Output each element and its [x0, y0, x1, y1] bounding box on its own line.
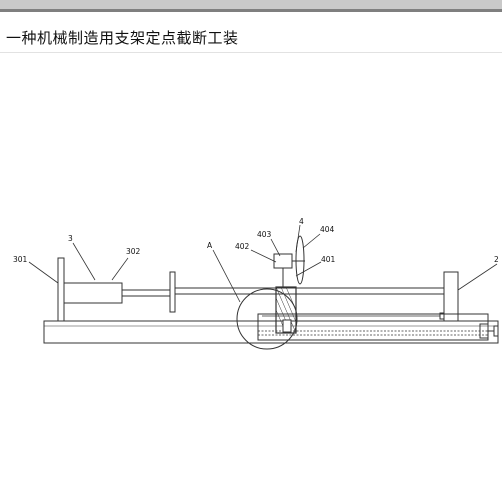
page-title: 一种机械制造用支架定点截断工装 — [6, 29, 239, 47]
slide-groove — [257, 312, 499, 341]
top-bar-accent — [0, 9, 502, 12]
right-support-plate — [443, 271, 459, 322]
leader-lines — [28, 224, 498, 303]
label-4: 4 — [299, 217, 304, 226]
cylinder — [63, 271, 176, 313]
detail-circle-a — [236, 288, 298, 350]
title-divider — [0, 52, 502, 53]
label-a: A — [207, 241, 213, 250]
label-2: 2 — [494, 255, 499, 264]
label-302: 302 — [126, 247, 141, 256]
label-402: 402 — [235, 242, 250, 251]
guide-rods — [175, 287, 444, 295]
label-301: 301 — [13, 255, 28, 264]
label-403: 403 — [257, 230, 272, 239]
label-404: 404 — [320, 225, 335, 234]
figure-labels: 301 3 302 A 402 403 4 404 401 2 — [13, 217, 499, 264]
left-support-plate — [57, 257, 65, 322]
patent-drawing: 301 3 302 A 402 403 4 404 401 2 — [13, 217, 499, 350]
cutting-unit — [273, 235, 305, 334]
label-3: 3 — [68, 234, 73, 243]
top-bar — [0, 0, 502, 9]
label-401: 401 — [321, 255, 336, 264]
